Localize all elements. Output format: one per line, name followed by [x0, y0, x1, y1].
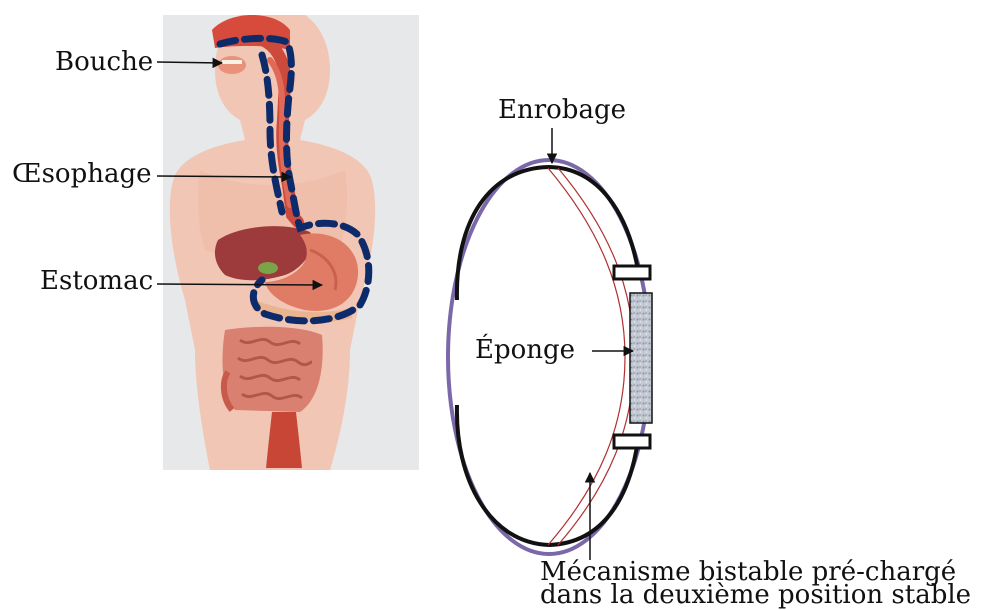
label-esophagus: Œsophage — [12, 159, 151, 189]
label-mouth: Bouche — [55, 47, 153, 77]
capsule-shell-bottom — [457, 405, 638, 545]
sponge-block — [630, 293, 652, 423]
sponge-bracket-bottom — [614, 435, 650, 448]
capsule-shell-top — [457, 167, 638, 300]
anatomy-illustration — [163, 15, 419, 470]
label-coating: Enrobage — [498, 95, 626, 125]
large-intestine — [222, 327, 322, 412]
label-sponge: Éponge — [475, 333, 575, 365]
label-mechanism-line2: dans la deuxième position stable — [540, 580, 971, 610]
rectum-organ — [266, 412, 302, 468]
leader-esophagus — [157, 176, 291, 177]
leader-stomach — [157, 284, 322, 285]
label-stomach: Estomac — [40, 266, 153, 296]
leader-mouth — [157, 62, 222, 63]
teeth — [222, 60, 242, 64]
gallbladder-organ — [258, 262, 278, 274]
sponge-bracket-top — [614, 266, 650, 279]
mouth-organ — [218, 56, 246, 74]
